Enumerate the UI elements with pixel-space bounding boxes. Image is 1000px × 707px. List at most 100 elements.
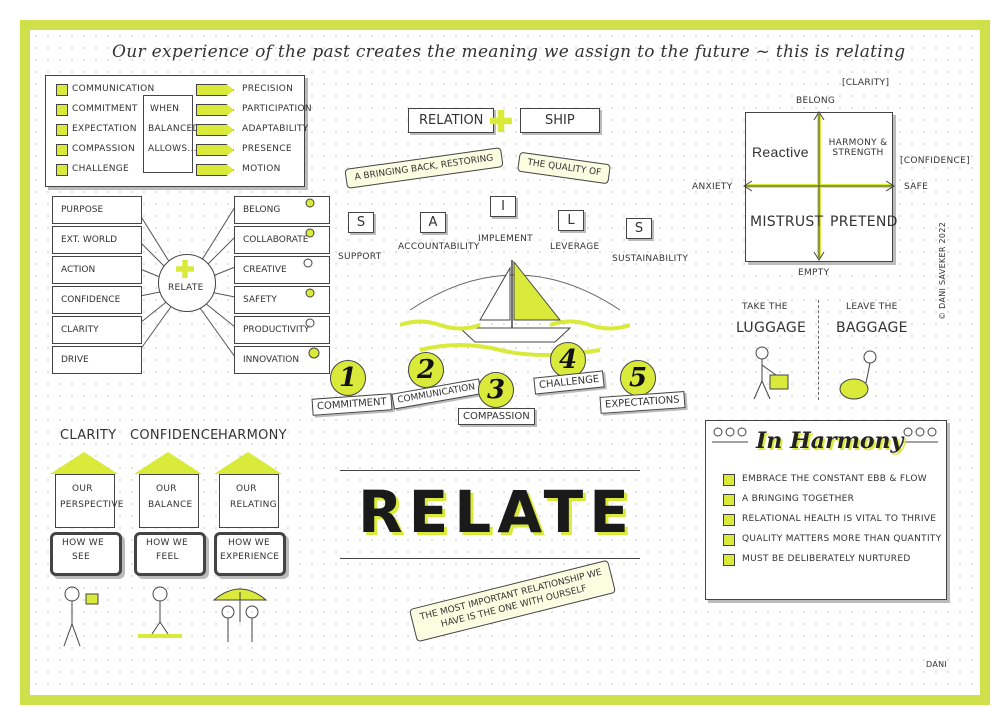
list-item: Precision [242, 84, 294, 94]
list-item: Adaptability [242, 124, 309, 134]
column-top-line: Our [72, 484, 93, 494]
quadrant-left: Anxiety [692, 182, 733, 192]
column-bottom-line: How we [228, 538, 270, 548]
roof-icon [134, 452, 202, 474]
sails-word: Sustainability [612, 254, 689, 264]
wheel-item: Clarity [52, 316, 142, 344]
signature: Dani [926, 660, 948, 669]
column-top-box [219, 474, 279, 528]
wheel-item: Collaborate [234, 226, 330, 254]
allows-label: Allows... [148, 144, 197, 154]
luggage-figures [753, 346, 877, 400]
quadrant-harmony: Harmony & Strength [828, 138, 888, 158]
wheel-doodles [303, 198, 320, 359]
column-top-box [55, 474, 115, 528]
sails-word: Support [338, 252, 382, 262]
relation-box: Relation [408, 108, 495, 133]
ship-box: Ship [520, 108, 600, 133]
arrow-icon [196, 104, 234, 116]
column-top-line: Balance [148, 500, 193, 510]
column-top-box [139, 474, 199, 528]
harmony-item: Quality matters more than quantity [742, 534, 942, 544]
arrow-icon [196, 144, 234, 156]
checkbox-icon [56, 124, 68, 136]
wheel-item: Productivity [234, 316, 330, 344]
column-title: Confidence [130, 428, 219, 443]
quadrant-right: Safe [904, 182, 929, 192]
sails-letter: L [558, 210, 584, 231]
column-bottom-line: How we [62, 538, 104, 548]
quadrant-right-tag: [Confidence] [900, 156, 970, 166]
list-item: Challenge [72, 164, 130, 174]
leave-the-label: Leave the [846, 302, 898, 312]
wheel-item: Creative [234, 256, 330, 284]
balanced-label: Balanced [148, 124, 200, 134]
quadrant-reactive: Reactive [752, 144, 809, 160]
quadrant-mistrust: Mistrust [750, 214, 824, 230]
column-top-line: Our [236, 484, 257, 494]
checkbox-icon [723, 534, 735, 546]
take-the-label: Take the [742, 302, 788, 312]
harmony-item: Relational health is vital to thrive [742, 514, 937, 524]
relate-hub-label: Relate [168, 283, 204, 293]
list-item: Compassion [72, 144, 136, 154]
list-item: Commitment [72, 104, 138, 114]
headline: Our experience of the past creates the m… [112, 42, 906, 62]
title-rule-top [340, 470, 640, 471]
wheel-item: Safety [234, 286, 330, 314]
column-bottom-box [134, 532, 206, 576]
quadrant-axes [743, 111, 895, 261]
quadrant-bottom: Empty [798, 268, 830, 278]
checkbox-icon [723, 514, 735, 526]
checkbox-icon [56, 84, 68, 96]
column-bottom-line: experience [220, 552, 280, 562]
harmony-item: Embrace the constant ebb & flow [742, 474, 927, 484]
sails-word: Accountability [398, 242, 480, 252]
checkbox-icon [723, 474, 735, 486]
sails-letter: A [420, 212, 446, 233]
luggage-divider [818, 300, 819, 400]
quadrant-top: Belong [796, 96, 836, 106]
arrow-icon [196, 164, 234, 176]
sails-letter: S [348, 212, 374, 233]
list-item: Participation [242, 104, 312, 114]
when-label: When [150, 104, 180, 114]
wheel-item: Innovation [234, 346, 330, 374]
title-rule-bottom [340, 558, 640, 559]
arrow-icon [196, 124, 234, 136]
harmony-people-icon [712, 427, 938, 443]
harmony-card [705, 420, 947, 600]
column-bottom-line: feel [156, 552, 179, 562]
author-credit: © Dani Saveker 2022 [938, 221, 947, 320]
number-badge: 1 [330, 360, 366, 396]
sails-word: Leverage [550, 242, 600, 252]
wheel-item: Purpose [52, 196, 142, 224]
quadrant-top-tag: [Clarity] [842, 78, 890, 88]
checkbox-icon [723, 554, 735, 566]
column-bottom-box [50, 532, 122, 576]
column-top-line: Perspective [60, 500, 124, 510]
checkbox-icon [56, 104, 68, 116]
roof-icon [214, 452, 282, 474]
quadrant-pretend: Pretend [830, 214, 898, 230]
sails-word: Implement [478, 234, 533, 244]
number-label: Compassion [458, 408, 535, 425]
when-balanced-box [143, 95, 193, 173]
sails-letter: S [626, 218, 652, 239]
harmony-item: Must be deliberately nurtured [742, 554, 911, 564]
column-bottom-box [214, 532, 286, 576]
sailboat-icon [400, 260, 630, 357]
column-bottom-line: see [72, 552, 90, 562]
arrow-icon [196, 84, 234, 96]
list-item: Motion [242, 164, 281, 174]
column-title: Harmony [218, 428, 287, 443]
wheel-item: Belong [234, 196, 330, 224]
list-item: Communication [72, 84, 155, 94]
relate-title: RELATE [358, 478, 635, 546]
number-badge: 5 [620, 360, 656, 396]
list-item: Presence [242, 144, 292, 154]
number-badge: 2 [408, 352, 444, 388]
sails-letter: I [490, 196, 516, 217]
checkbox-icon [56, 164, 68, 176]
column-title: Clarity [60, 428, 117, 443]
